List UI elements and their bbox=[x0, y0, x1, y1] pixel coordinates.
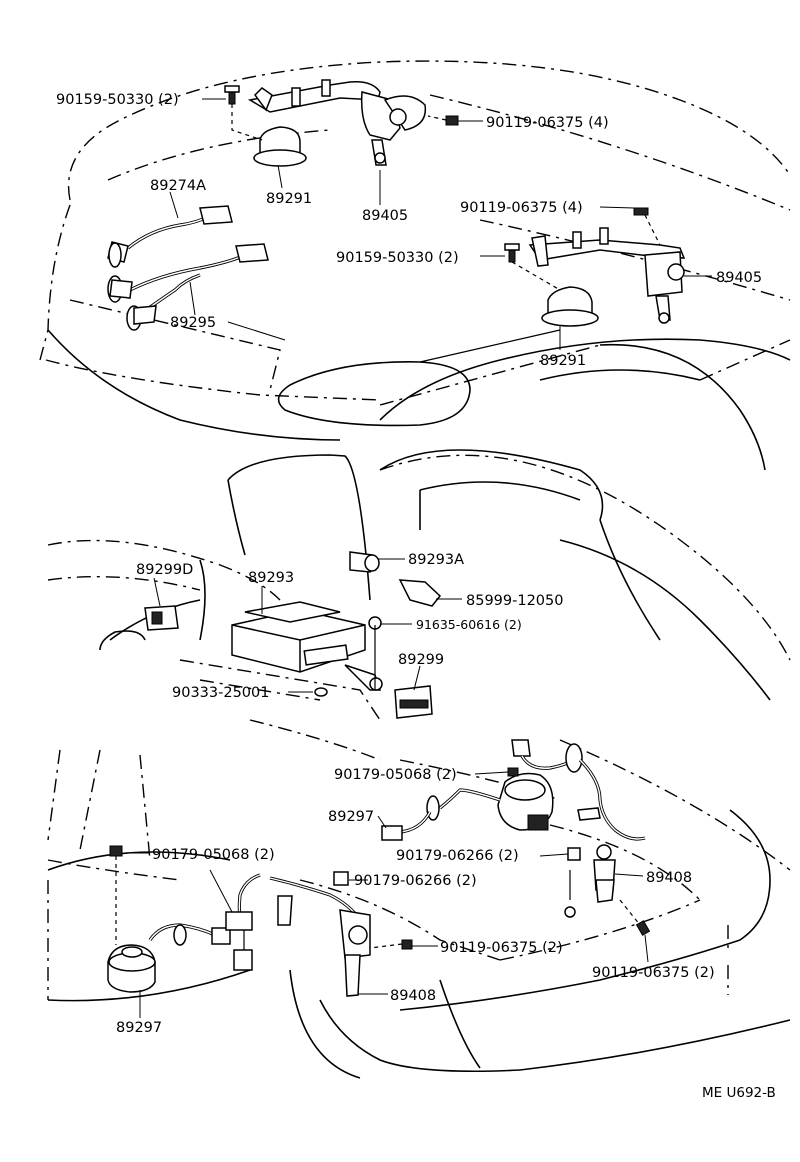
part-label-89293: 89293 bbox=[248, 570, 294, 586]
part-label-90119-06375-right: 90119-06375 (4) bbox=[460, 200, 583, 216]
leader-lines bbox=[125, 98, 712, 1018]
ecu-assembly bbox=[144, 551, 442, 719]
interior-body-outline bbox=[47, 449, 791, 761]
part-label-89405-left: 89405 bbox=[362, 208, 408, 224]
wiring-harness-left bbox=[107, 205, 269, 331]
part-label-89408-right: 89408 bbox=[646, 870, 692, 886]
part-label-89274a: 89274A bbox=[150, 178, 206, 194]
part-label-90179-06266-right: 90179-06266 (2) bbox=[396, 848, 519, 864]
part-labels: 90159-50330 (2) 90119-06375 (4) 89274A 8… bbox=[56, 92, 776, 1101]
part-label-89297-left: 89297 bbox=[116, 1020, 162, 1036]
part-label-90159-50330-right: 90159-50330 (2) bbox=[336, 250, 459, 266]
left-bracket-assembly bbox=[224, 79, 459, 167]
part-label-89405-right: 89405 bbox=[716, 270, 762, 286]
rear-body-outline bbox=[47, 739, 791, 1079]
part-label-89291-right: 89291 bbox=[540, 353, 586, 369]
right-bracket-assembly bbox=[504, 207, 686, 327]
part-label-89293a: 89293A bbox=[408, 552, 464, 568]
part-label-89297-right: 89297 bbox=[328, 809, 374, 825]
part-label-90179-05068-left: 90179-05068 (2) bbox=[152, 847, 275, 863]
part-label-90159-50330-top: 90159-50330 (2) bbox=[56, 92, 179, 108]
rear-right-harness bbox=[381, 739, 651, 936]
rear-left-harness bbox=[107, 845, 413, 997]
part-label-90179-06266-left: 90179-06266 (2) bbox=[354, 873, 477, 889]
part-label-91635-60616: 91635-60616 (2) bbox=[416, 617, 522, 632]
part-label-90119-06375-top: 90119-06375 (4) bbox=[486, 115, 609, 131]
part-label-90333-25001: 90333-25001 bbox=[172, 685, 270, 701]
part-label-85999-12050: 85999-12050 bbox=[466, 593, 564, 609]
front-body-outline bbox=[39, 60, 791, 471]
part-label-89299: 89299 bbox=[398, 652, 444, 668]
part-label-89408-left: 89408 bbox=[390, 988, 436, 1004]
part-label-89299d: 89299D bbox=[136, 562, 193, 578]
diagram-code: ME U692-B bbox=[702, 1085, 776, 1101]
part-label-89295: 89295 bbox=[170, 315, 216, 331]
part-label-90119-06375-lower-right: 90119-06375 (2) bbox=[592, 965, 715, 981]
part-label-90179-05068-right: 90179-05068 (2) bbox=[334, 767, 457, 783]
part-label-90119-06375-lower-left: 90119-06375 (2) bbox=[440, 940, 563, 956]
part-label-89291-left: 89291 bbox=[266, 191, 312, 207]
